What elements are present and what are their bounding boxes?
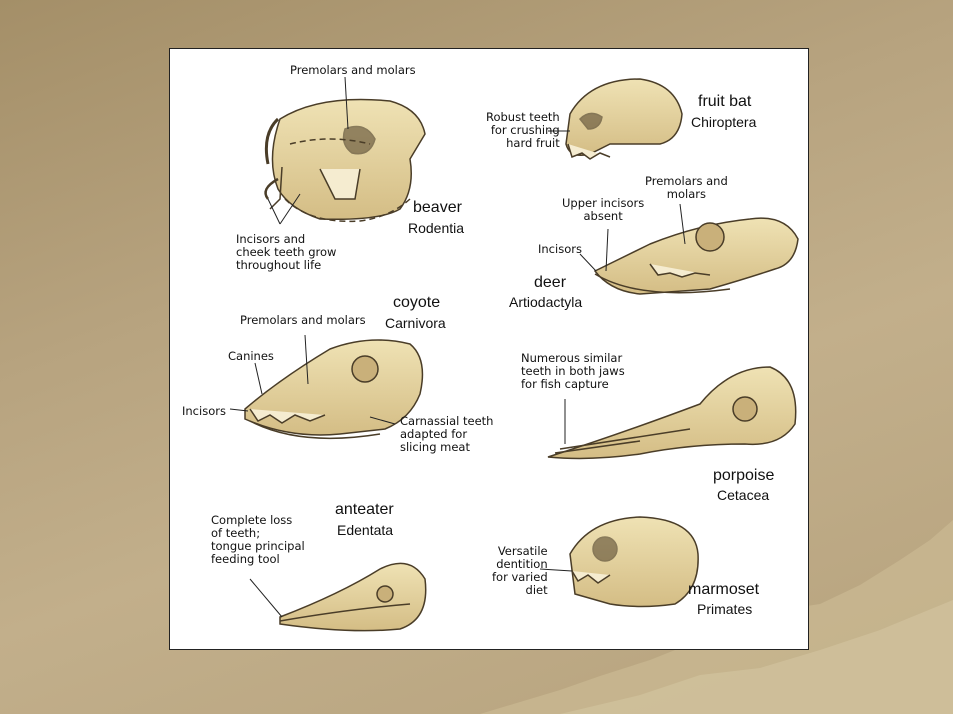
coyote-order: Carnivora xyxy=(385,315,446,331)
fruit-bat-skull-icon xyxy=(565,78,683,160)
deer-skull-icon xyxy=(593,217,799,295)
deer-note-molars: Premolars and molars xyxy=(645,174,728,201)
anteater-note: Complete loss of teeth; tongue principal… xyxy=(211,513,305,566)
deer-note-incisors: Incisors xyxy=(538,242,582,256)
deer-name: deer xyxy=(534,274,567,291)
anteater-skull-icon xyxy=(279,562,427,632)
porpoise-name: porpoise xyxy=(713,467,775,484)
beaver-skull-icon xyxy=(264,98,426,223)
anteater-name: anteater xyxy=(335,501,394,518)
beaver-order: Rodentia xyxy=(408,220,465,236)
dentition-diagram: Premolars and molars Incisors and cheek … xyxy=(169,48,809,650)
porpoise-skull-icon xyxy=(547,366,797,460)
marmoset-order: Primates xyxy=(697,601,753,617)
coyote-note-canines: Canines xyxy=(228,349,274,363)
fruit-bat-name: fruit bat xyxy=(698,93,752,110)
coyote-skull-icon xyxy=(244,339,424,440)
porpoise-note: Numerous similar teeth in both jaws for … xyxy=(521,351,625,391)
coyote-note-molars: Premolars and molars xyxy=(240,313,366,327)
fruit-bat-order: Chiroptera xyxy=(691,114,757,130)
anteater-order: Edentata xyxy=(337,522,394,538)
deer-note-upper-incisors: Upper incisors absent xyxy=(562,196,645,223)
deer-order: Artiodactyla xyxy=(509,294,583,310)
marmoset-note: Versatile dentition for varied diet xyxy=(492,544,548,597)
fruit-bat-note: Robust teeth for crushing hard fruit xyxy=(486,110,560,150)
porpoise-order: Cetacea xyxy=(717,487,770,503)
skull-illustrations xyxy=(229,76,799,632)
marmoset-skull-icon xyxy=(569,516,699,608)
beaver-note-incisors: Incisors and cheek teeth grow throughout… xyxy=(236,232,337,272)
beaver-note-molars: Premolars and molars xyxy=(290,63,416,77)
coyote-note-incisors: Incisors xyxy=(182,404,226,418)
coyote-name: coyote xyxy=(393,294,441,311)
beaver-name: beaver xyxy=(413,199,462,216)
coyote-note-carnassial: Carnassial teeth adapted for slicing mea… xyxy=(400,414,494,454)
marmoset-name: marmoset xyxy=(688,581,760,598)
